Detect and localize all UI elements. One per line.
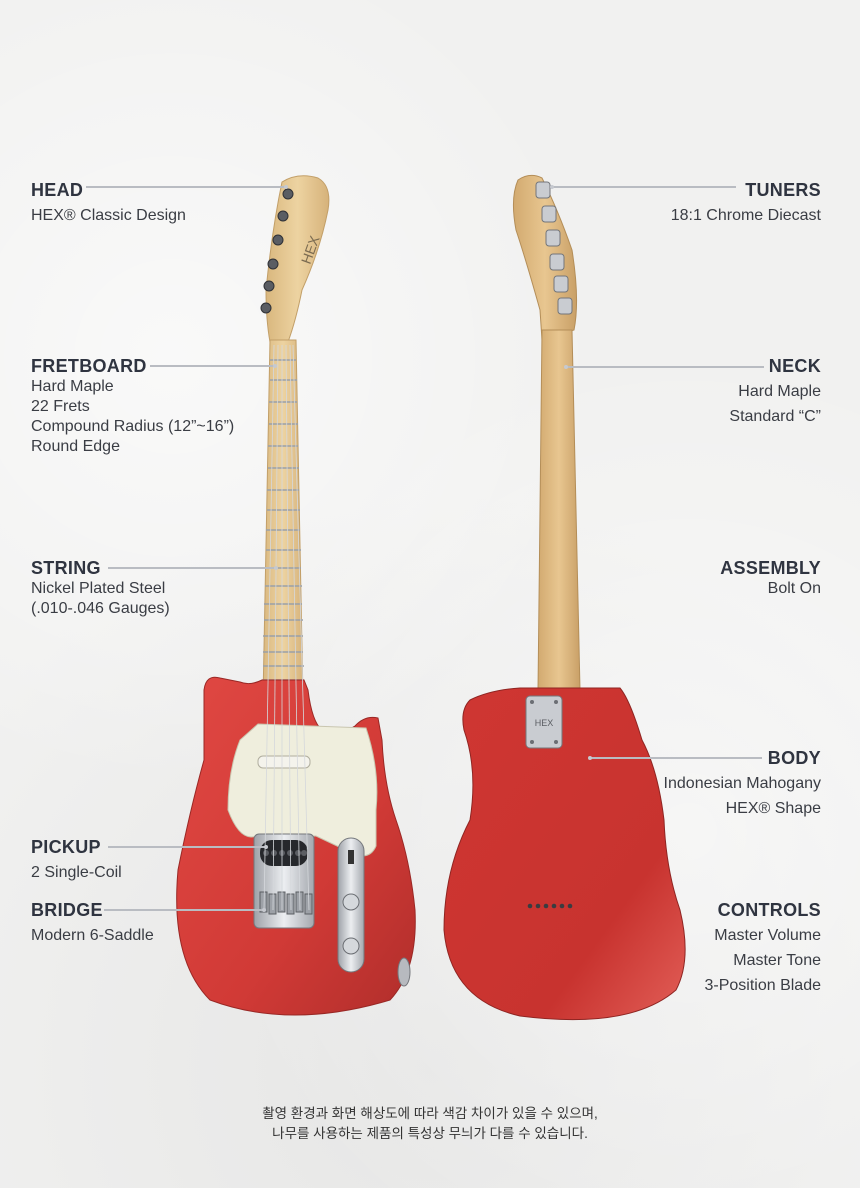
spec-title: CONTROLS — [717, 900, 821, 920]
spec-line: 3-Position Blade — [704, 977, 821, 994]
spec-line: HEX® Classic Design — [31, 207, 186, 224]
spec-line: Hard Maple — [738, 383, 821, 400]
spec-title: BODY — [767, 748, 821, 768]
spec-title: TUNERS — [745, 180, 821, 200]
spec-pickup: PICKUP 2 Single-Coil — [31, 836, 122, 883]
guitar-back-image: HEX — [443, 174, 686, 1021]
tuners-leader — [550, 184, 736, 189]
spec-line: 22 Frets — [31, 398, 90, 415]
body-leader — [588, 755, 762, 760]
spec-line: (.010-.046 Gauges) — [31, 600, 170, 617]
spec-body: BODY Indonesian Mahogany HEX® Shape — [664, 747, 821, 819]
spec-line: Master Volume — [714, 927, 821, 944]
head-leader — [86, 184, 288, 189]
spec-title: ASSEMBLY — [720, 558, 821, 578]
bridge-leader — [104, 907, 266, 912]
spec-line: Round Edge — [31, 438, 120, 455]
spec-line: Nickel Plated Steel — [31, 580, 166, 597]
spec-fretboard: FRETBOARD Hard Maple 22 Frets Compound R… — [31, 355, 234, 457]
spec-line: HEX® Shape — [725, 800, 821, 817]
guitar-front-image: HEX — [176, 175, 416, 1016]
spec-title: HEAD — [31, 180, 84, 200]
disclaimer-line-2: 나무를 사용하는 제품의 특성상 무늬가 다를 수 있습니다. — [272, 1126, 588, 1141]
spec-line: Compound Radius (12”~16”) — [31, 418, 235, 435]
spec-title: FRETBOARD — [31, 356, 147, 376]
string-leader — [108, 565, 278, 570]
fretboard-leader — [150, 363, 277, 368]
spec-title: BRIDGE — [31, 900, 103, 920]
spec-title: STRING — [31, 558, 101, 578]
spec-neck: NECK Hard Maple Standard “C” — [729, 355, 821, 427]
neckplate-logo: HEX — [535, 718, 554, 728]
spec-line: Indonesian Mahogany — [663, 775, 821, 792]
spec-line: Bolt On — [767, 580, 821, 597]
pickup-leader — [108, 844, 268, 849]
neck-leader — [564, 364, 764, 369]
spec-line: Master Tone — [733, 952, 821, 969]
spec-bridge: BRIDGE Modern 6-Saddle — [31, 899, 154, 946]
spec-line: 2 Single-Coil — [31, 864, 122, 881]
spec-line: Standard “C” — [729, 408, 821, 425]
spec-line: Modern 6-Saddle — [31, 927, 154, 944]
spec-string: STRING Nickel Plated Steel (.010-.046 Ga… — [31, 557, 170, 619]
disclaimer: 촬영 환경과 화면 해상도에 따라 색감 차이가 있을 수 있으며, 나무를 사… — [0, 1104, 860, 1144]
spec-title: NECK — [768, 356, 821, 376]
spec-controls: CONTROLS Master Volume Master Tone 3-Pos… — [704, 899, 821, 996]
spec-title: PICKUP — [31, 837, 101, 857]
spec-assembly: ASSEMBLY Bolt On — [720, 557, 821, 599]
spec-line: 18:1 Chrome Diecast — [670, 207, 821, 224]
disclaimer-line-1: 촬영 환경과 화면 해상도에 따라 색감 차이가 있을 수 있으며, — [262, 1106, 598, 1121]
spec-head: HEAD HEX® Classic Design — [31, 179, 186, 226]
spec-tuners: TUNERS 18:1 Chrome Diecast — [671, 179, 821, 226]
spec-line: Hard Maple — [31, 378, 114, 395]
